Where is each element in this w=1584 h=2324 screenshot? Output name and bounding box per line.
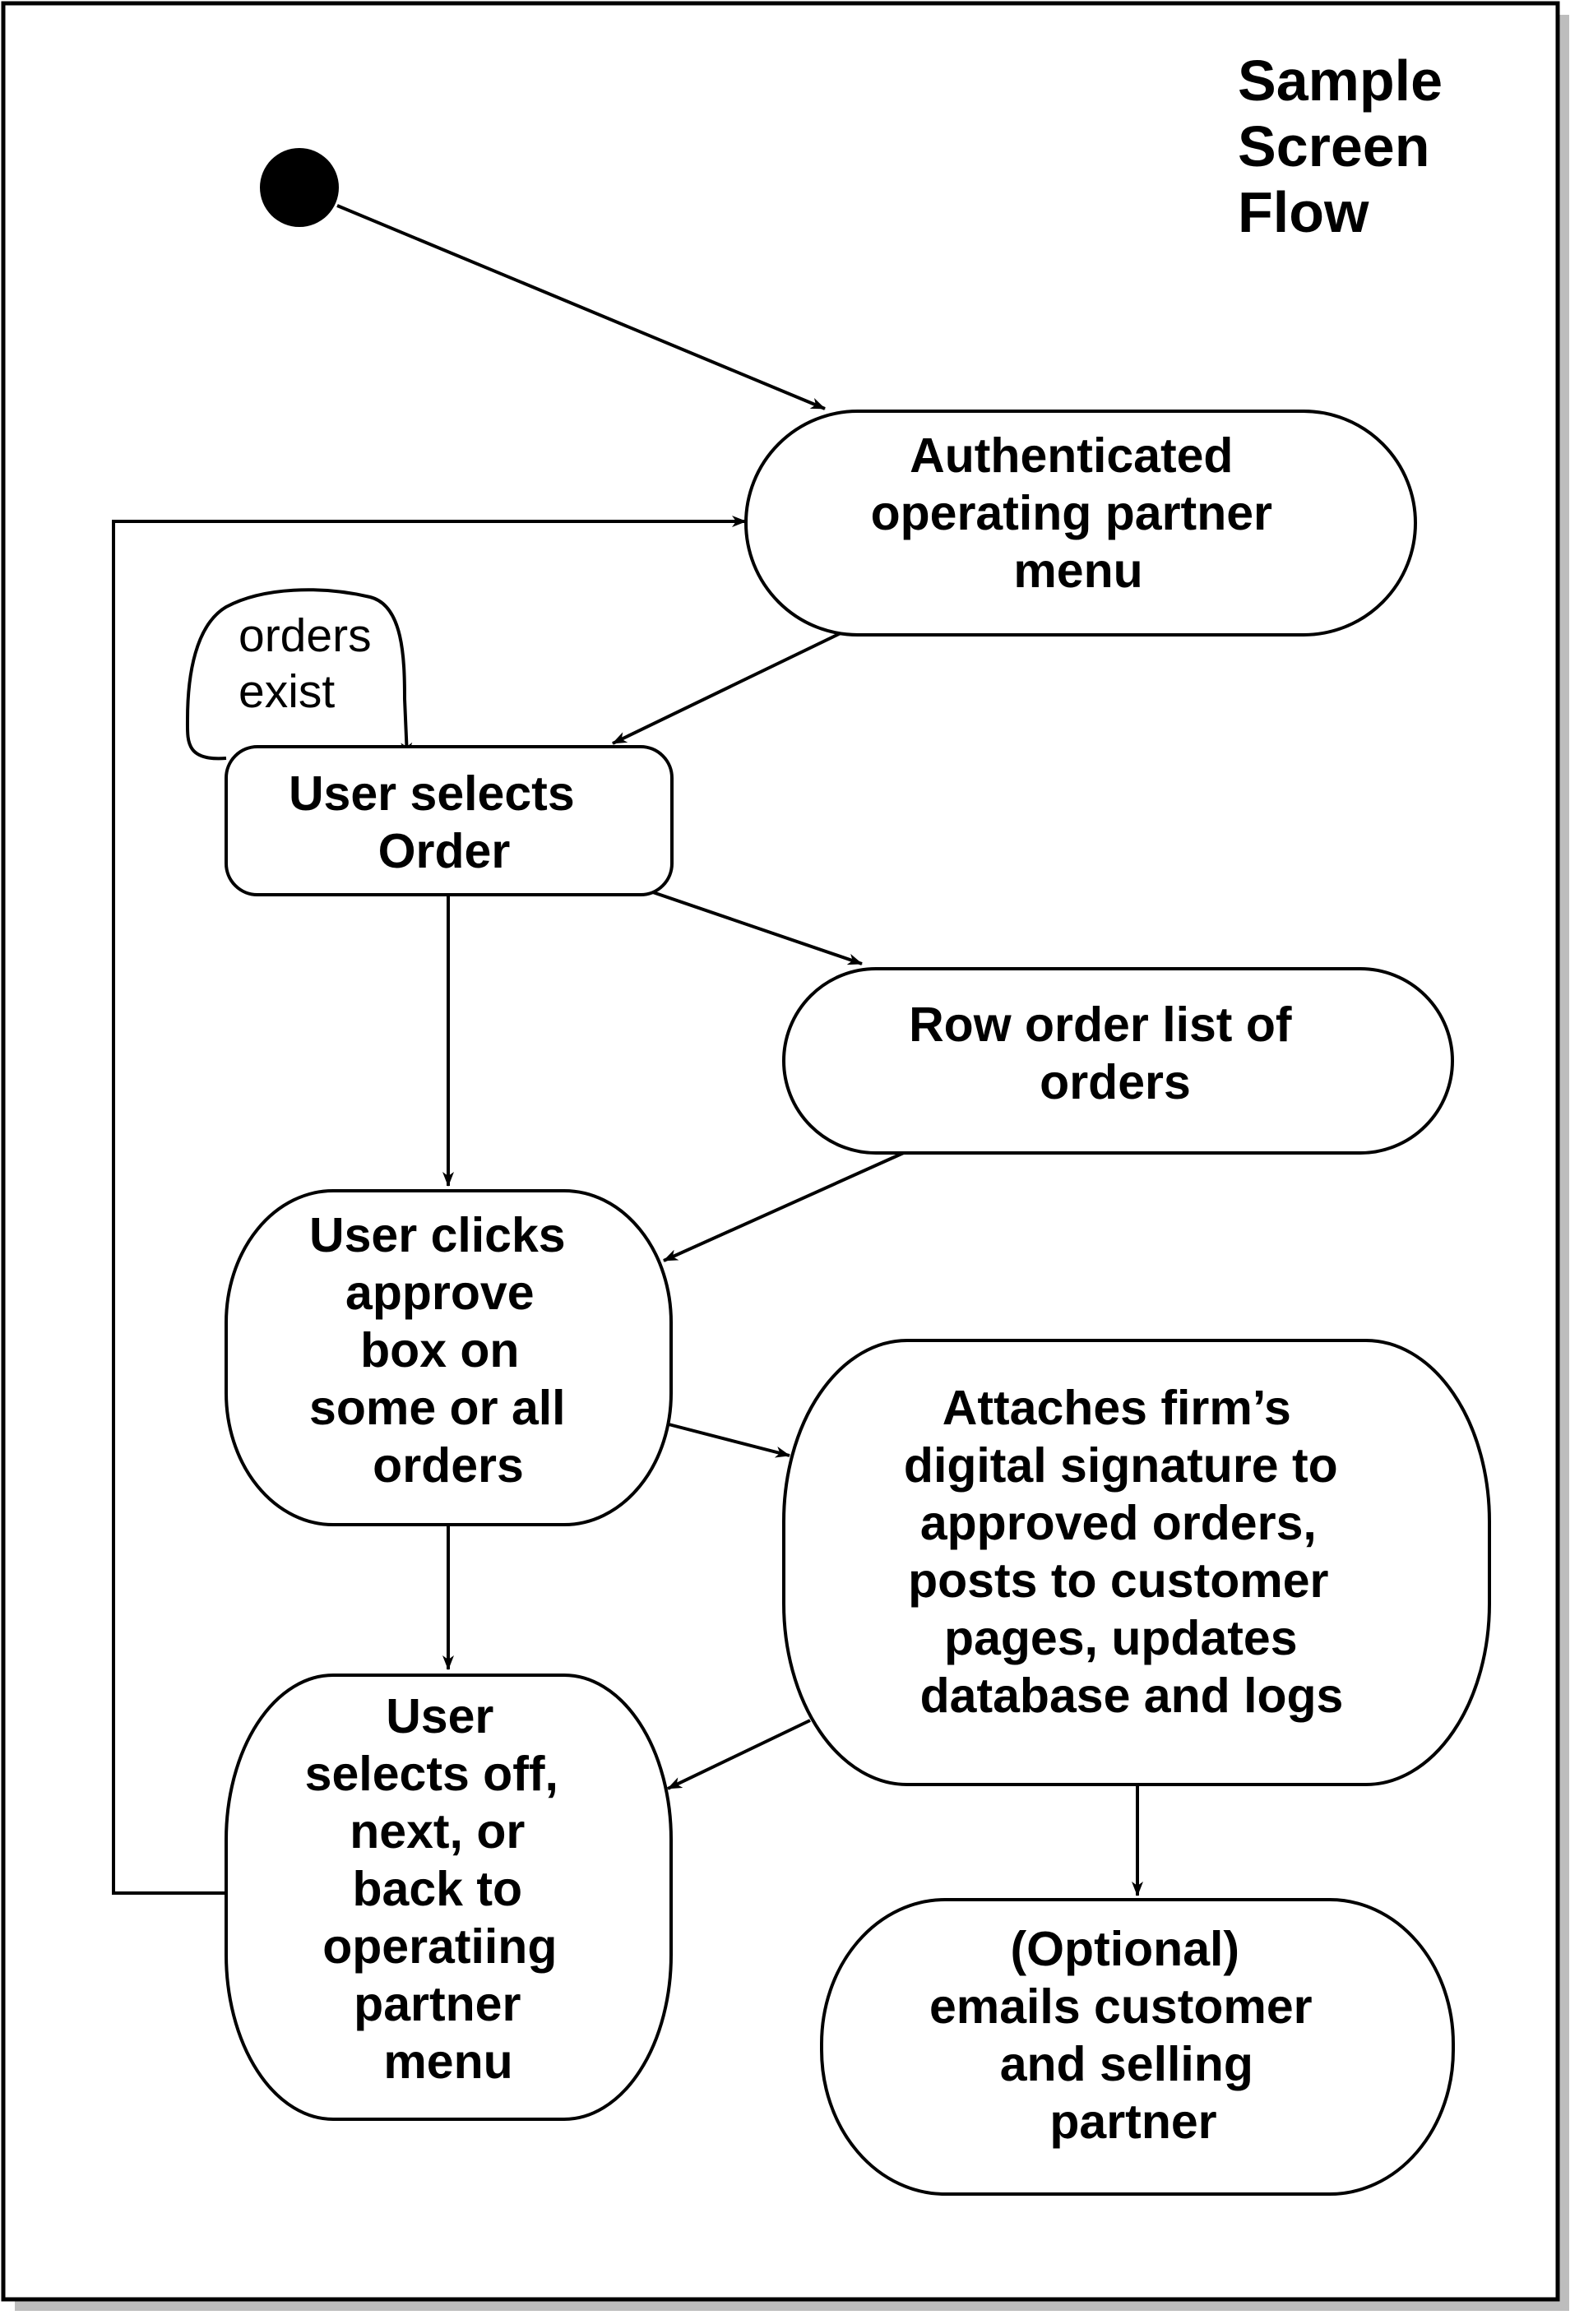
node-auth-menu-label: Authenticated operating partner menu xyxy=(871,428,1286,598)
label-line: and selling xyxy=(1000,2037,1253,2091)
node-attach-signature xyxy=(782,1339,1491,1786)
label-line: User clicks xyxy=(309,1208,566,1262)
label-line: (Optional) xyxy=(1011,1922,1240,1976)
label-line: next, or xyxy=(350,1804,525,1859)
node-email-optional xyxy=(820,1898,1455,2196)
label-line: box on xyxy=(360,1323,519,1377)
label-line: partner xyxy=(354,1977,521,2031)
edge-auth-menu-to-select-order xyxy=(612,632,841,745)
node-user-selects-nav-label: User selects off, next, or back to opera… xyxy=(305,1689,572,2089)
label-line: operatiing xyxy=(322,1919,557,1974)
label-line: orders xyxy=(373,1438,524,1493)
node-row-order-list-label: Row order list of orders xyxy=(909,998,1305,1109)
label-line: orders xyxy=(1040,1055,1191,1109)
label-line: some or all xyxy=(309,1381,566,1435)
label-line: back to xyxy=(353,1862,523,1916)
node-select-order xyxy=(225,745,674,896)
node-select-order-label: User selects Order xyxy=(289,766,588,878)
node-approve-box-label: User clicks approve box on some or all o… xyxy=(309,1208,579,1493)
edge-attach-to-user-selects xyxy=(667,1719,811,1790)
node-auth-menu xyxy=(744,410,1417,637)
node-row-order-list xyxy=(782,967,1454,1155)
edge-return-to-auth-menu xyxy=(112,516,747,1895)
edge-row-list-to-approve xyxy=(663,1150,908,1262)
diagram-title: Sample Screen Flow xyxy=(1238,49,1458,244)
label-line: partner xyxy=(1049,2095,1216,2149)
label-line: approved orders, xyxy=(920,1496,1317,1550)
guard-line: orders xyxy=(239,609,372,662)
label-line: User selects xyxy=(289,766,575,821)
label-line: menu xyxy=(1013,544,1142,598)
node-user-selects-nav xyxy=(225,1674,673,2121)
label-line: Row order list of xyxy=(909,998,1292,1052)
title-line: Screen xyxy=(1238,114,1429,178)
label-line: posts to customer xyxy=(908,1553,1328,1608)
edge-approve-to-attach xyxy=(668,1423,790,1458)
node-attach-signature-label: Attaches firm’s digital signature to app… xyxy=(904,1381,1351,1723)
initial-state xyxy=(260,148,339,227)
title-line: Sample xyxy=(1238,49,1443,113)
node-approve-box xyxy=(225,1189,673,1526)
label-line: pages, updates xyxy=(944,1611,1298,1665)
label-line: menu xyxy=(383,2035,512,2089)
edge-select-order-to-row-list xyxy=(647,889,863,965)
guard-orders-exist: orders exist xyxy=(239,609,384,718)
label-line: operating partner xyxy=(871,486,1272,540)
label-line: database and logs xyxy=(920,1669,1344,1723)
label-line: emails customer xyxy=(929,1979,1313,2034)
label-line: Attaches firm’s xyxy=(943,1381,1291,1435)
label-line: Authenticated xyxy=(910,428,1233,483)
guard-line: exist xyxy=(239,665,335,718)
edge-start-to-auth-menu xyxy=(336,204,826,410)
edge-self-loop-orders-exist xyxy=(185,588,413,761)
label-line: approve xyxy=(345,1266,535,1320)
title-line: Flow xyxy=(1238,180,1369,244)
node-email-optional-label: (Optional) emails customer and selling p… xyxy=(929,1922,1326,2149)
label-line: selects off, xyxy=(305,1747,558,1801)
label-line: User xyxy=(386,1689,493,1743)
label-line: digital signature to xyxy=(904,1438,1338,1493)
label-line: Order xyxy=(378,824,511,878)
